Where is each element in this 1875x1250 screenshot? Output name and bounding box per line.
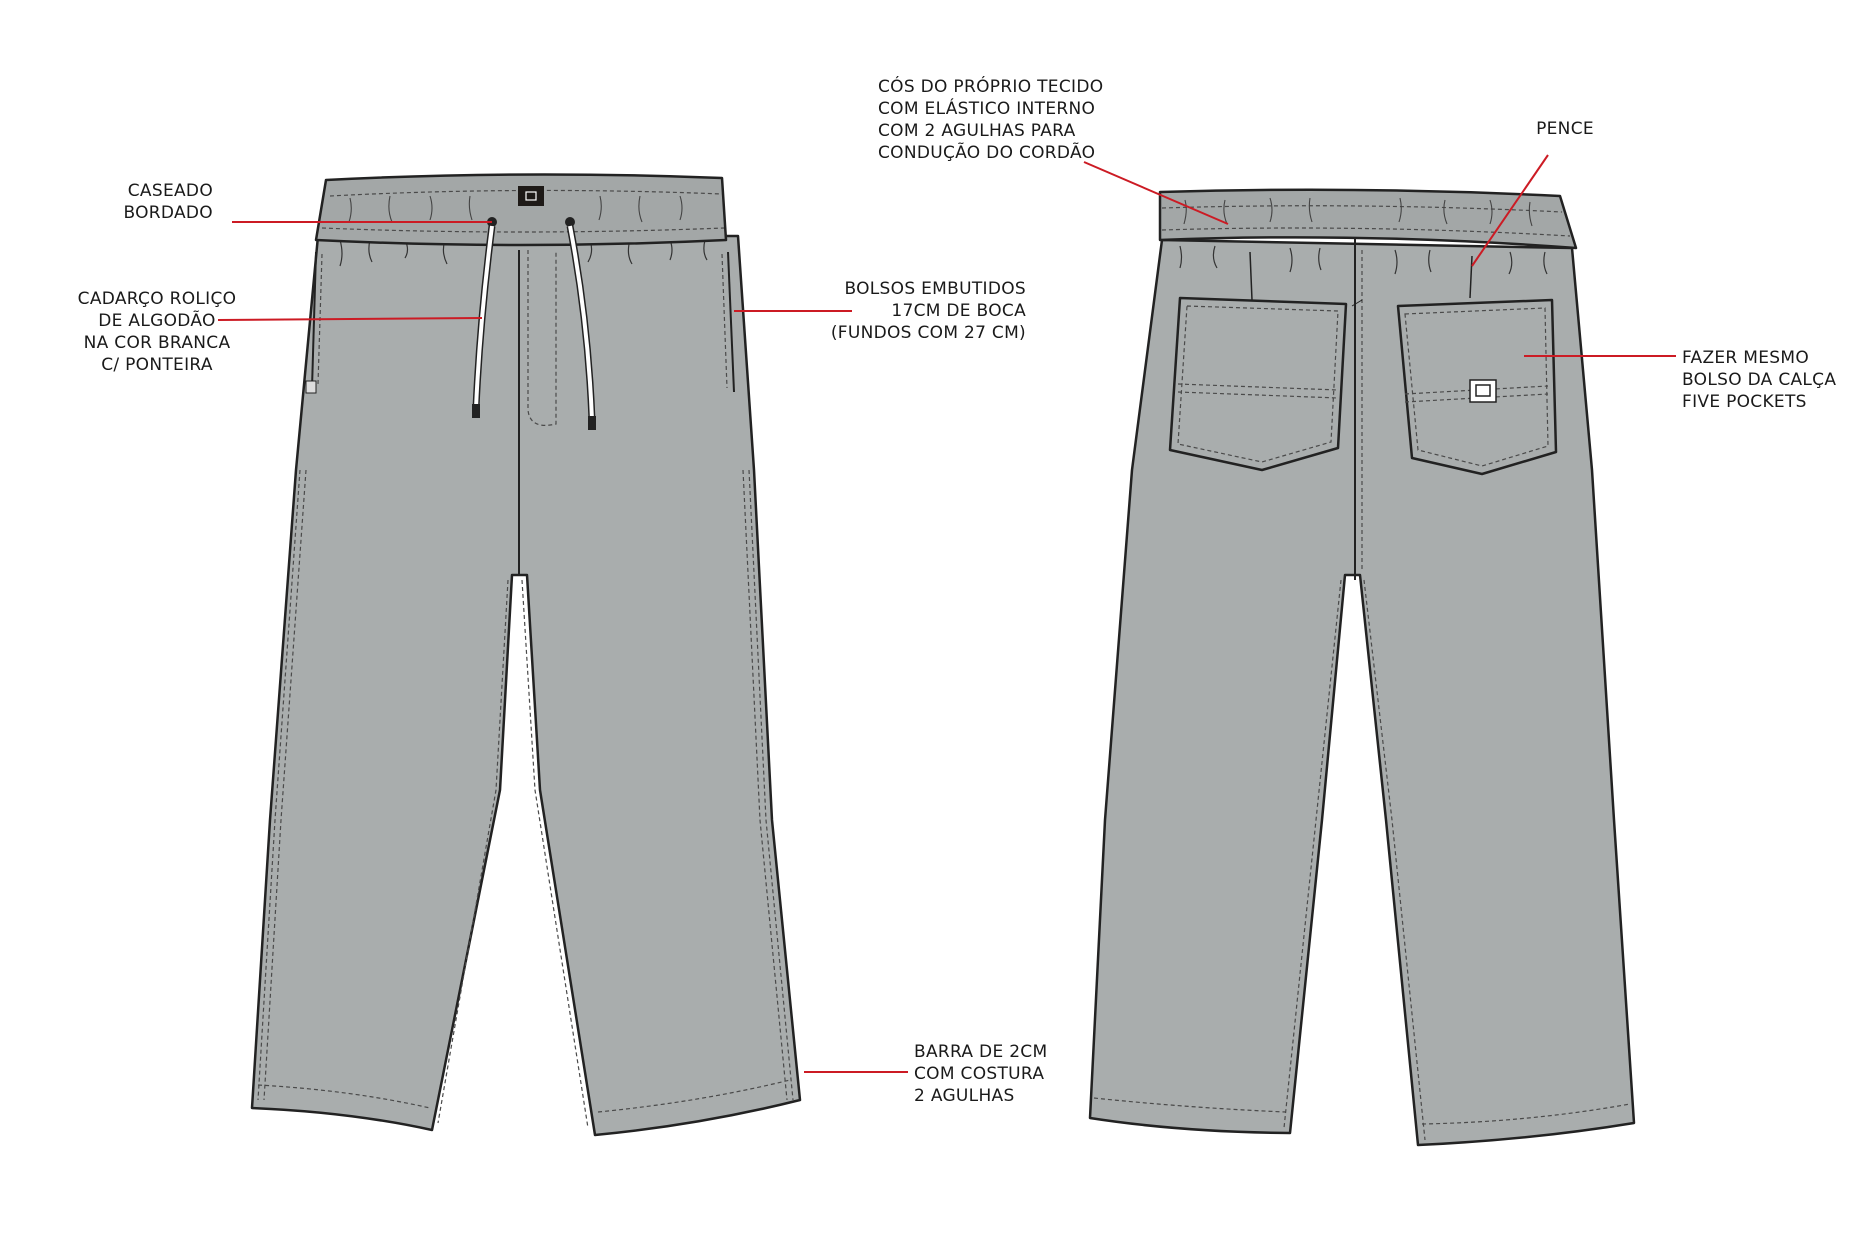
annotation-cos: CÓS DO PRÓPRIO TECIDO COM ELÁSTICO INTER… [878,76,1103,164]
annotation-fazer-line-2: BOLSO DA CALÇA [1682,370,1837,390]
annotation-cadarco: CADARÇO ROLIÇO DE ALGODÃO NA COR BRANCA … [70,288,244,376]
annotation-bolsos: BOLSOS EMBUTIDOS 17CM DE BOCA (FUNDOS CO… [830,278,1026,344]
annotation-bolsos-line-3: (FUNDOS COM 27 CM) [830,323,1026,343]
annotation-cadarco-line-4: C/ PONTEIRA [101,355,213,375]
leader-cadarco [217,317,483,321]
annotation-fazer-line-1: FAZER MESMO [1682,348,1809,368]
pocket-tag [1469,379,1497,403]
back-pocket-left [1168,296,1348,472]
front-waistband [314,173,728,247]
brand-tag [518,186,544,206]
front-pant-body [250,234,802,1137]
annotation-cos-line-2: COM ELÁSTICO INTERNO [878,99,1096,119]
back-waistband [1158,188,1578,250]
leader-lines [217,154,1676,1073]
annotation-bolsos-line-1: BOLSOS EMBUTIDOS [844,279,1026,299]
annotation-cos-line-3: COM 2 AGULHAS PARA [878,121,1076,141]
back-view [1088,188,1636,1147]
annotation-cos-line-1: CÓS DO PRÓPRIO TECIDO [878,77,1104,97]
annotation-bolsos-line-2: 17CM DE BOCA [891,301,1026,321]
annotation-cadarco-line-3: NA COR BRANCA [83,333,231,353]
annotation-barra: BARRA DE 2CM COM COSTURA 2 AGULHAS [914,1041,1047,1107]
annotation-fazer-line-3: FIVE POCKETS [1682,392,1807,412]
annotation-pence: PENCE [1520,118,1610,140]
annotation-caseado-line-1: CASEADO [127,181,213,201]
annotation-caseado-line-2: BORDADO [123,203,213,223]
annotation-fazer: FAZER MESMO BOLSO DA CALÇA FIVE POCKETS [1682,347,1836,413]
annotation-barra-line-1: BARRA DE 2CM [914,1042,1048,1062]
annotation-cos-line-4: CONDUÇÃO DO CORDÃO [878,143,1096,163]
annotation-barra-line-3: 2 AGULHAS [914,1086,1015,1106]
annotation-pence-line-1: PENCE [1536,119,1594,139]
leader-cos [1083,161,1229,225]
annotation-caseado: CASEADO BORDADO [95,180,213,224]
leader-pence [1471,154,1549,267]
annotation-barra-line-2: COM COSTURA [914,1064,1045,1084]
annotation-cadarco-line-2: DE ALGODÃO [98,311,216,331]
annotation-cadarco-line-1: CADARÇO ROLIÇO [77,289,237,309]
